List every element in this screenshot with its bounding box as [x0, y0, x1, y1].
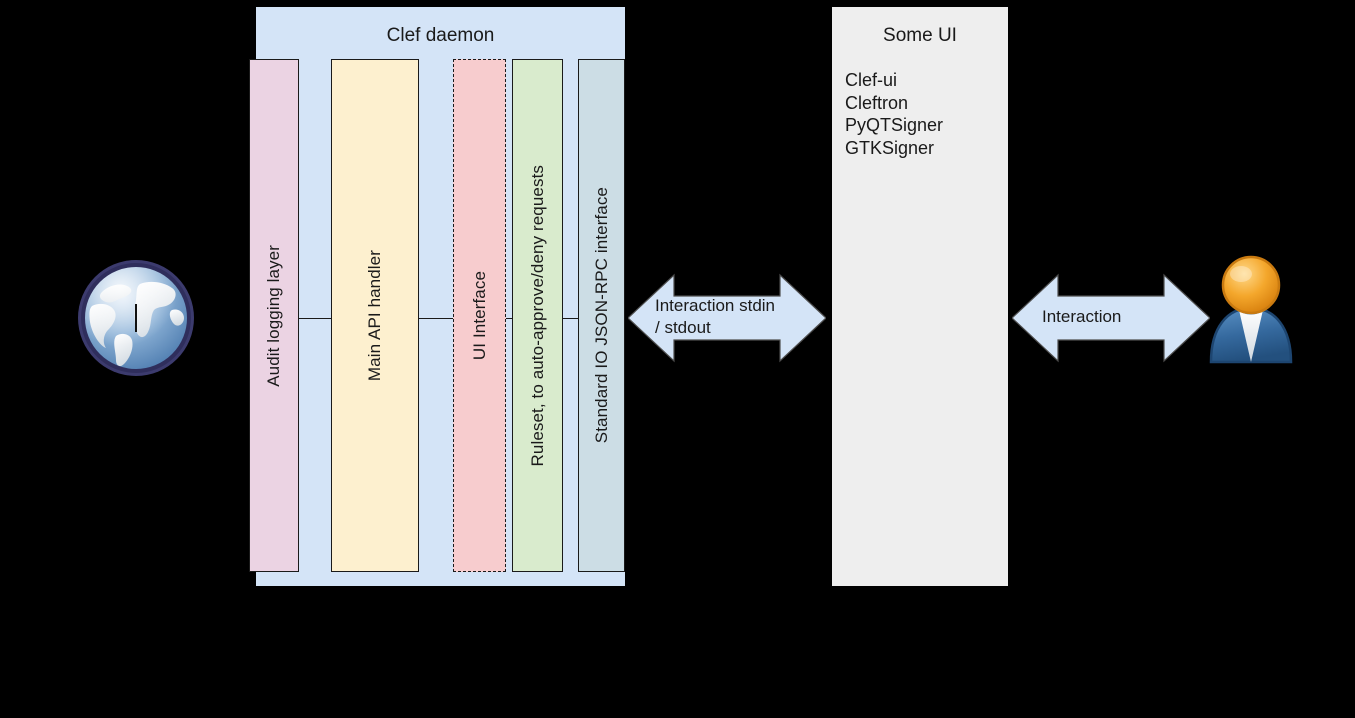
- box-ui-interface-label: UI Interface: [469, 270, 489, 361]
- box-main-api-handler-label: Main API handler: [365, 249, 384, 382]
- connector-line-ui-ruleset: [506, 318, 512, 319]
- clef-daemon-container: Clef daemon: [256, 7, 625, 586]
- box-audit-logging-layer[interactable]: Audit logging layer: [249, 59, 299, 572]
- box-ui-interface[interactable]: UI Interface: [453, 59, 506, 572]
- list-item: PyQTSigner: [845, 115, 944, 135]
- some-ui-panel: Some UI Clef-ui Cleftron PyQTSigner GTKS…: [832, 7, 1008, 586]
- arrow-interaction-stdin-stdout-label: Interaction stdin / stdout: [655, 296, 776, 337]
- some-ui-panel-title: Some UI: [883, 25, 957, 46]
- box-main-api-handler[interactable]: Main API handler: [331, 59, 419, 572]
- clef-daemon-title: Clef daemon: [386, 25, 495, 46]
- list-item: GTKSigner: [845, 137, 935, 158]
- box-audit-logging-layer-label: Audit logging layer: [264, 244, 283, 387]
- list-item: Cleftron: [845, 92, 909, 113]
- box-standard-io-json-rpc-interface-label: Standard IO JSON-RPC interface: [591, 187, 611, 444]
- connector-line-api-ui: [419, 318, 453, 319]
- globe-icon: [72, 254, 200, 382]
- arrow-interaction-stdin-stdout: Interaction stdin / stdout: [628, 273, 826, 363]
- box-standard-io-json-rpc-interface[interactable]: Standard IO JSON-RPC interface: [578, 59, 625, 572]
- arrow-interaction-label: Interaction: [1042, 307, 1122, 326]
- box-ruleset[interactable]: Ruleset, to auto-approve/deny requests: [512, 59, 563, 572]
- connector-line-audit-api: [299, 318, 331, 319]
- list-item: Clef-ui: [845, 70, 898, 90]
- box-ruleset-label: Ruleset, to auto-approve/deny requests: [527, 164, 547, 467]
- some-ui-panel-list: Clef-ui Cleftron PyQTSigner GTKSigner: [845, 69, 943, 159]
- arrow-interaction: Interaction: [1012, 273, 1210, 363]
- connector-line-ruleset-stdio: [563, 318, 578, 319]
- user-icon: [1205, 252, 1297, 364]
